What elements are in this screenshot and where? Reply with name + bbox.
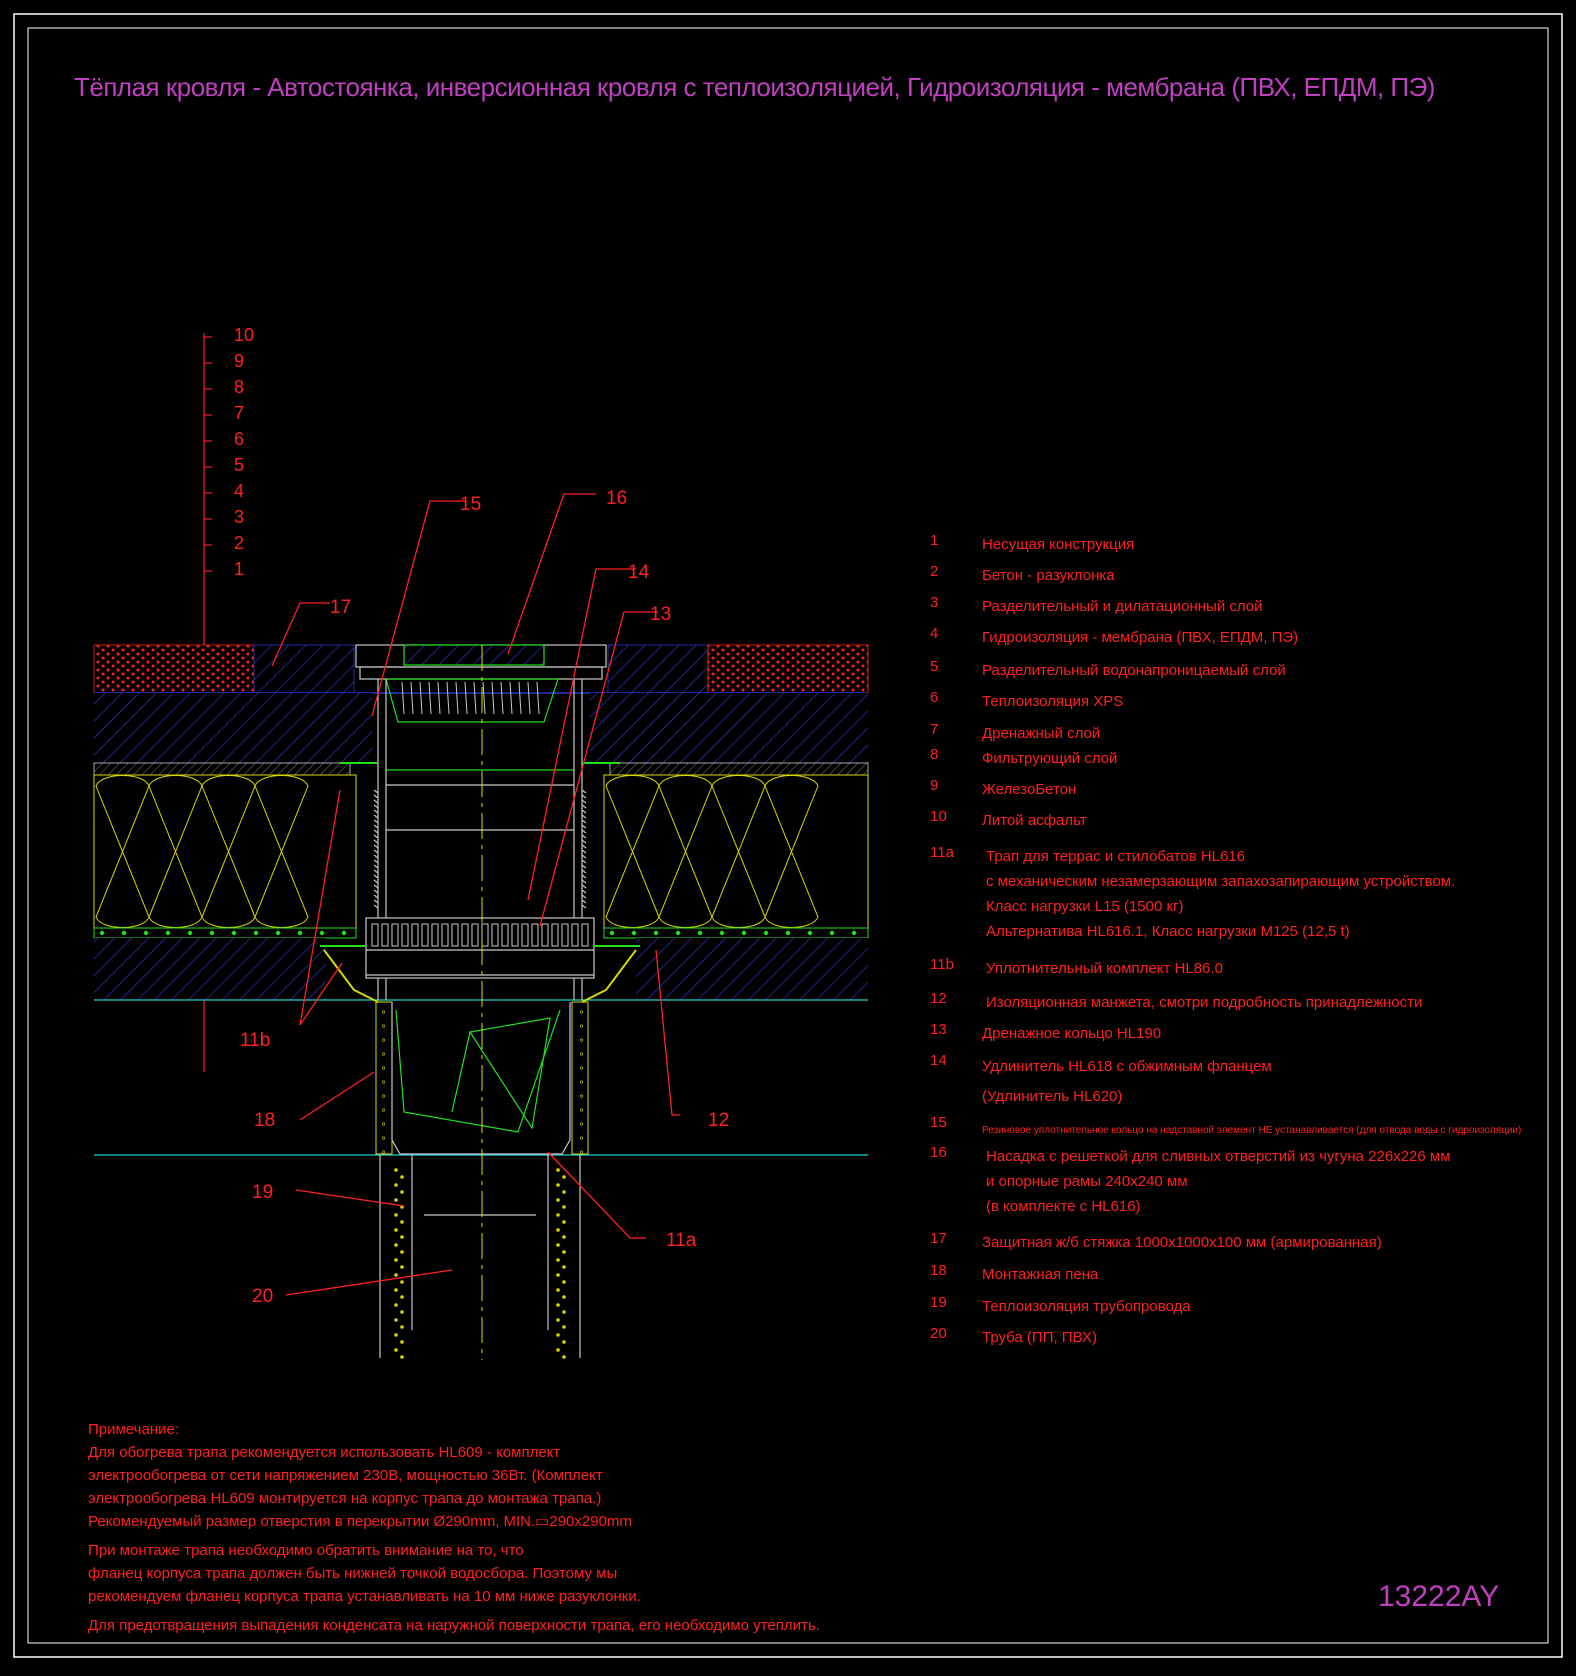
scale-label: 7 bbox=[234, 403, 245, 423]
note-line: Для предотвращения выпадения конденсата … bbox=[88, 1617, 820, 1634]
scale-label: 3 bbox=[234, 507, 245, 527]
scale-label: 6 bbox=[234, 429, 245, 449]
scale-label: 4 bbox=[234, 481, 245, 501]
note-line: Для обогрева трапа рекомендуется использ… bbox=[88, 1444, 561, 1461]
scale-label: 10 bbox=[234, 325, 255, 345]
callout-14: 14 bbox=[628, 562, 650, 583]
scale-label: 8 bbox=[234, 377, 245, 397]
callout-11a: 11a bbox=[666, 1230, 697, 1251]
note-line: При монтаже трапа необходимо обратить вн… bbox=[88, 1542, 524, 1559]
callout-12: 12 bbox=[708, 1110, 729, 1131]
callout-15: 15 bbox=[460, 494, 481, 515]
callout-11b: 11b bbox=[240, 1030, 270, 1051]
callout-18: 18 bbox=[254, 1110, 275, 1131]
callout-13: 13 bbox=[650, 604, 671, 625]
callout-labels: 15 16 14 13 17 11b 18 12 19 11a 20 bbox=[240, 488, 729, 1307]
scale-label: 9 bbox=[234, 351, 245, 371]
callout-19: 19 bbox=[252, 1182, 273, 1203]
notes-heading: Примечание: bbox=[88, 1421, 179, 1438]
page-title: Тёплая кровля - Автостоянка, инверсионна… bbox=[74, 72, 1435, 102]
callout-16: 16 bbox=[606, 488, 627, 509]
scale-label: 2 bbox=[234, 533, 245, 553]
callout-20: 20 bbox=[252, 1286, 273, 1307]
drain-body bbox=[320, 644, 640, 1359]
outer-frame bbox=[13, 13, 1563, 1658]
scale-label: 1 bbox=[234, 559, 245, 579]
note-line: электрообогрева от сети напряжением 230В… bbox=[88, 1467, 603, 1484]
scale-label: 5 bbox=[234, 455, 245, 475]
drawing-code: 13222AY bbox=[1378, 1580, 1500, 1613]
callout-17: 17 bbox=[330, 597, 351, 618]
note-line: Рекомендуемый размер отверстия в перекры… bbox=[88, 1513, 632, 1530]
inner-frame bbox=[27, 27, 1549, 1644]
notes: Примечание: Для обогрева трапа рекоменду… bbox=[88, 1418, 820, 1637]
roof-layers bbox=[93, 644, 869, 1156]
leader-lines bbox=[271, 493, 680, 1296]
note-line: рекомендуем фланец корпуса трапа устанав… bbox=[88, 1588, 641, 1605]
note-line: фланец корпуса трапа должен быть нижней … bbox=[88, 1565, 618, 1582]
note-line: электрообогрева HL609 монтируется на кор… bbox=[88, 1490, 602, 1507]
